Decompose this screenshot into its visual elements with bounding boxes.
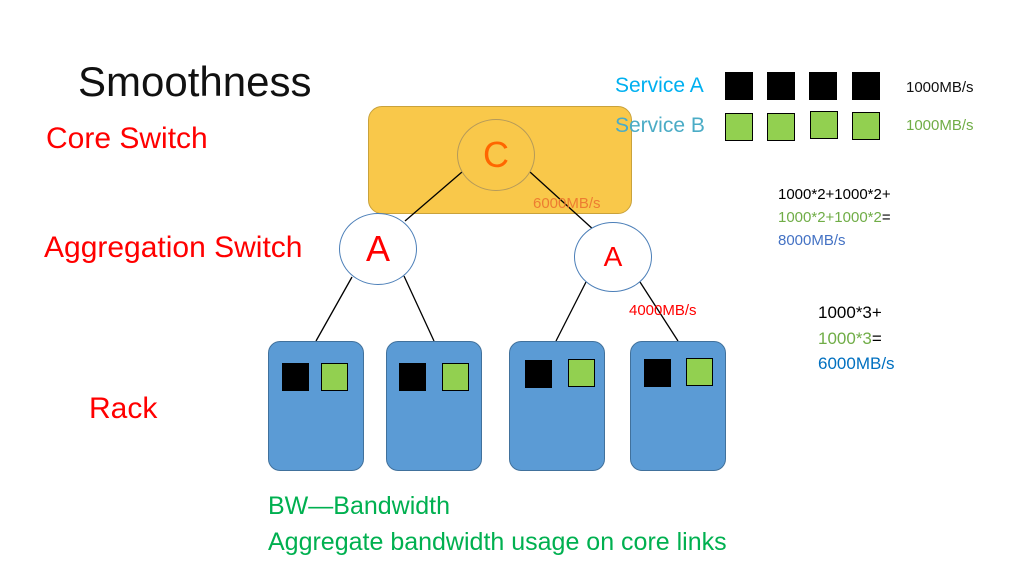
rack-label: Rack: [89, 392, 158, 425]
aggregation-switch-label: Aggregation Switch: [44, 231, 303, 264]
service-b-block: [568, 359, 595, 387]
core-calc-line1: 1000*2+1000*2+: [778, 186, 891, 203]
core-calc-line2: 1000*2+1000*2=: [778, 209, 891, 226]
rack-3: [509, 341, 605, 471]
slide-title: Smoothness: [78, 58, 312, 105]
rack-4: [630, 341, 726, 471]
footer-bw-definition: BW—Bandwidth: [268, 492, 451, 520]
agg-calc-line2-expr: 1000*3: [818, 329, 872, 348]
legend-service-b-block: [852, 112, 880, 140]
legend-service-a-label: Service A: [615, 74, 704, 97]
core-switch-label: Core Switch: [46, 122, 208, 155]
legend-service-b-block: [767, 113, 795, 141]
service-b-block: [321, 363, 348, 391]
legend-service-a-block: [809, 72, 837, 100]
agg-calc-line1: 1000*3+: [818, 303, 882, 322]
agg-calc-line2-eq: =: [871, 329, 882, 348]
service-a-block: [644, 359, 671, 387]
aggregation-link-label: 4000MB/s: [629, 302, 697, 319]
core-switch-node: C: [457, 119, 535, 191]
service-b-block: [442, 363, 469, 391]
rack-1: [268, 341, 364, 471]
core-link-label: 6000MB/s: [533, 195, 601, 212]
core-calc-line2-expr: 1000*2+1000*2: [778, 209, 882, 226]
aggregation-switch-node-right: A: [574, 222, 652, 292]
legend-service-a-rate: 1000MB/s: [906, 79, 974, 96]
legend-service-a-block: [725, 72, 753, 100]
core-calc-result: 8000MB/s: [778, 232, 846, 249]
footer-core-links-note: Aggregate bandwidth usage on core links: [268, 528, 727, 556]
legend-service-b-block: [810, 111, 838, 139]
service-a-block: [282, 363, 309, 391]
legend-service-a-block: [767, 72, 795, 100]
legend-service-b-label: Service B: [615, 114, 705, 137]
core-calc-line2-eq: =: [881, 209, 891, 226]
service-a-block: [399, 363, 426, 391]
legend-service-b-rate: 1000MB/s: [906, 117, 974, 134]
legend-service-a-block: [852, 72, 880, 100]
service-a-block: [525, 360, 552, 388]
aggregation-switch-node-left: A: [339, 213, 417, 285]
service-b-block: [686, 358, 713, 386]
rack-2: [386, 341, 482, 471]
legend-service-b-block: [725, 113, 753, 141]
agg-calc-line2: 1000*3=: [818, 329, 882, 349]
agg-calc-result: 6000MB/s: [818, 354, 895, 373]
